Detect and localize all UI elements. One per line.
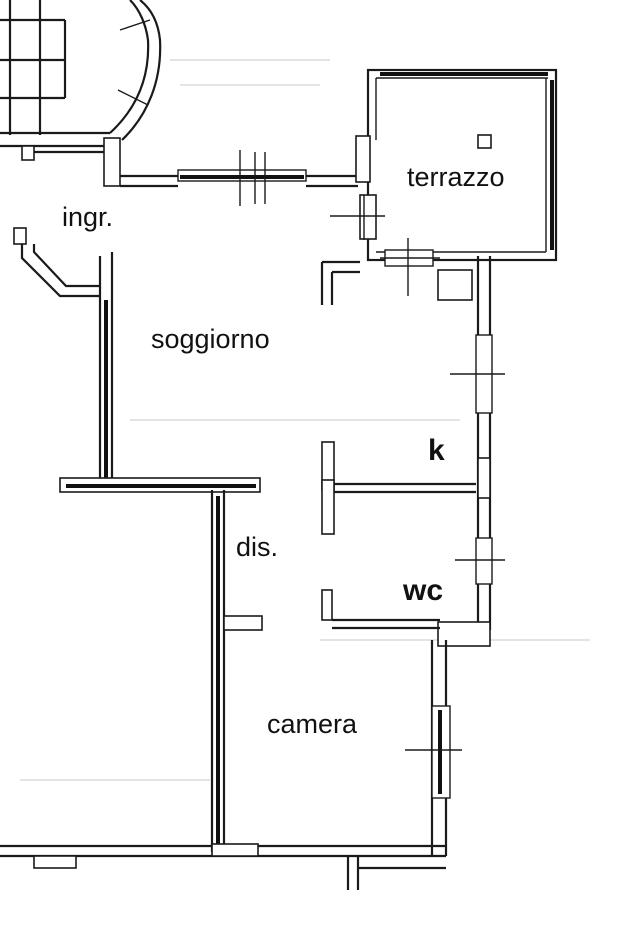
room-label-soggiorno: soggiorno (151, 324, 270, 354)
room-label-disimpegno: dis. (236, 532, 278, 562)
top-wall (21, 137, 358, 206)
top-left-structure (0, 0, 162, 148)
right-walls (320, 256, 505, 647)
room-label-ingresso: ingr. (62, 202, 113, 232)
terrace-area (330, 68, 558, 296)
bedroom-walls (405, 640, 462, 856)
middle-wall (59, 477, 261, 493)
room-label-cucina: k (428, 434, 445, 467)
room-label-camera: camera (267, 709, 358, 739)
room-label-terrazzo: terrazzo (407, 162, 505, 192)
bottom-wall (0, 843, 446, 890)
corridor-walls (210, 490, 263, 852)
terrace-planter-icon (477, 134, 492, 149)
kitchen-wc-partitions (321, 441, 476, 630)
left-walls (13, 227, 114, 490)
room-label-bagno: wc (402, 574, 443, 607)
